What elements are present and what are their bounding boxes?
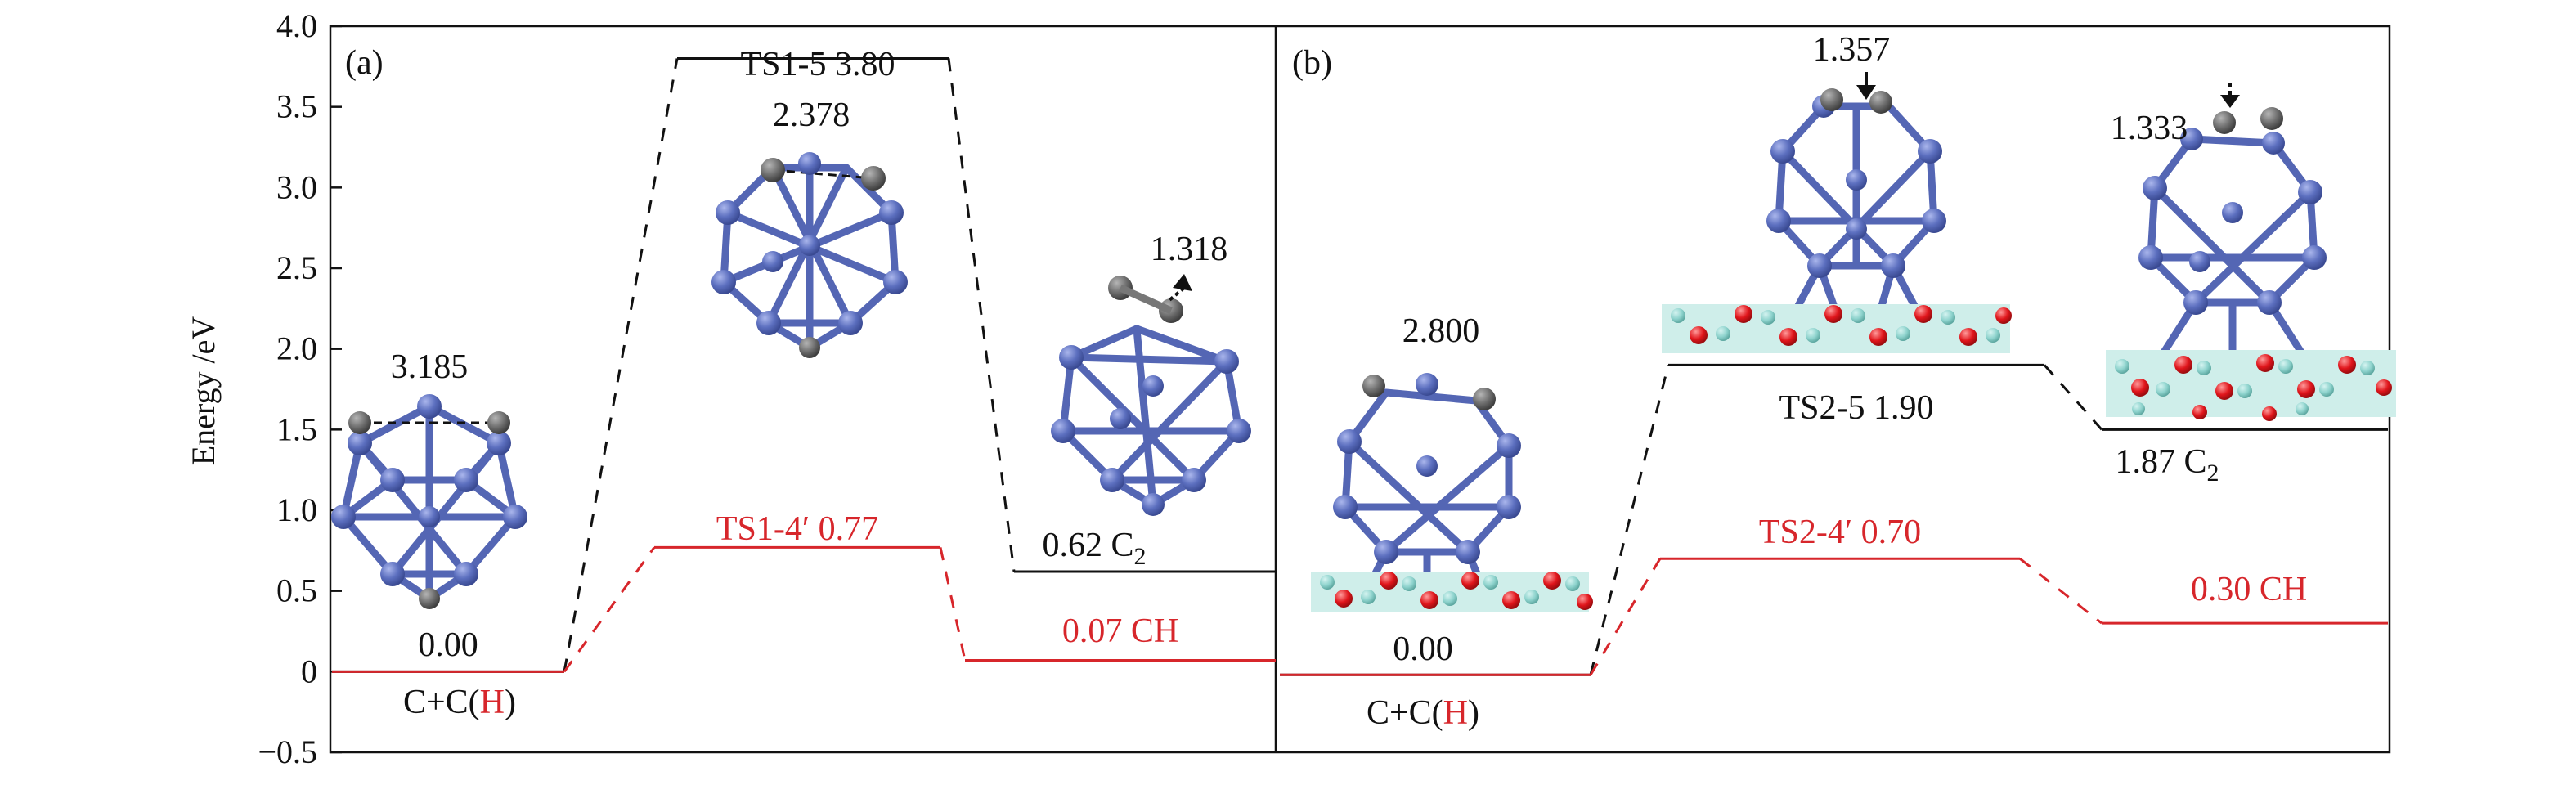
cluster-structure-is-a	[331, 394, 527, 609]
initial-state-label: C+C(H)	[1367, 694, 1479, 732]
energy-level-label: TS2-4′ 0.70	[1759, 514, 1921, 551]
energy-level-label: 0.30 CH	[2191, 571, 2307, 608]
energy-level-label: 0.00	[1393, 630, 1453, 668]
cluster-structures	[331, 72, 2396, 612]
hydrogen-symbol: H	[480, 684, 505, 721]
y-tick-label: −0.5	[258, 733, 317, 770]
y-tick-label: 4.0	[276, 7, 317, 44]
cluster-structure-fs-a	[1051, 276, 1251, 516]
initial-state-text: C+C(	[1367, 694, 1443, 732]
transition-connector	[947, 58, 1016, 572]
cluster-structure-ts2-5	[1766, 88, 1946, 331]
hydrogen-symbol: H	[1443, 694, 1468, 732]
initial-state-text: C+C(	[403, 684, 480, 721]
bond-length-fs-b: 1.333	[2111, 110, 2188, 147]
y-tick-label: 2.5	[276, 249, 317, 286]
y-tick-label: 2.0	[276, 330, 317, 367]
energy-level-label: TS2-5 1.90	[1779, 389, 1934, 427]
energy-level-label: 1.87 C2	[2115, 443, 2219, 487]
energy-level-label: TS1-5 3.80	[741, 46, 895, 83]
energy-level-label: 0.62 C2	[1042, 527, 1146, 570]
panel-a-tag: (a)	[345, 44, 384, 82]
bond-length-ts1-5: 2.378	[773, 96, 850, 134]
bond-arrows	[1168, 72, 2240, 302]
energy-level-label: 0.07 CH	[1062, 612, 1178, 650]
cluster-structure-fs-b	[2138, 107, 2327, 364]
initial-state-text-close: )	[505, 684, 516, 721]
transition-connector	[1589, 558, 1662, 676]
oxide-support-fs-b	[2106, 350, 2396, 421]
oxide-support-ts2-5	[1662, 304, 2012, 353]
bond-length-fs-a: 1.318	[1151, 231, 1228, 268]
plot-frame	[329, 25, 2391, 754]
label-subscript: 2	[1134, 543, 1147, 570]
transition-connector	[563, 58, 679, 672]
bond-length-is-a: 3.185	[391, 348, 469, 386]
panel-b-tag: (b)	[1292, 44, 1332, 82]
y-tick-label: 1.0	[276, 491, 317, 528]
initial-state-text-close: )	[1468, 694, 1479, 732]
y-tick-label: 0	[301, 653, 317, 689]
series-ch-panel-b: TS2-4′ 0.70 0.30 CH	[1280, 514, 2388, 676]
transition-connector	[939, 547, 967, 661]
bond-length-ts2-5: 1.357	[1813, 31, 1891, 69]
series-ch-panel-a: TS1-4′ 0.77 0.07 CH	[332, 510, 1276, 673]
bond-length-is-b: 2.800	[1402, 312, 1480, 350]
transition-connector	[2043, 364, 2103, 431]
y-axis: 4.0 3.5 3.0 2.5 2.0 1.5 1.0 0.5 0 −0.5	[258, 7, 342, 770]
y-tick-label: 0.5	[276, 572, 317, 609]
cluster-structure-ts1-5	[711, 152, 908, 358]
initial-state-label: C+C(H)	[403, 684, 516, 721]
energy-level-label: TS1-4′ 0.77	[716, 510, 878, 548]
cluster-structure-is-b	[1333, 373, 1521, 605]
y-tick-label: 3.5	[276, 88, 317, 125]
oxide-support-is-b	[1311, 572, 1593, 612]
y-tick-label: 3.0	[276, 168, 317, 205]
transition-connector	[2019, 558, 2103, 625]
transition-connector	[1589, 365, 1670, 675]
y-axis-title: Energy /eV	[185, 316, 222, 466]
energy-level-label: 0.00	[418, 626, 478, 664]
y-tick-label: 1.5	[276, 410, 317, 447]
transition-connector	[563, 546, 656, 673]
label-subscript: 2	[2207, 460, 2219, 487]
